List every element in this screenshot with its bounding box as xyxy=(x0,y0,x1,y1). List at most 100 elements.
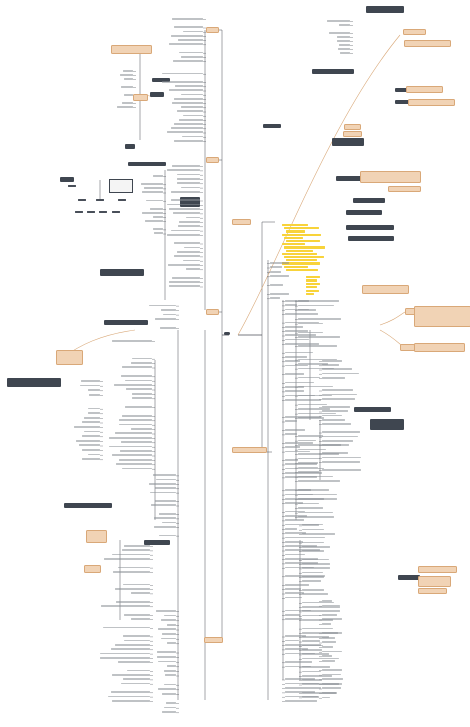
leaf-topic[interactable] xyxy=(285,519,304,522)
leaf-topic[interactable] xyxy=(81,380,100,382)
callout-far-right[interactable] xyxy=(395,88,409,93)
leaf-topic[interactable] xyxy=(285,613,300,616)
leaf-topic[interactable] xyxy=(179,118,203,121)
leaf-topic[interactable] xyxy=(285,330,308,332)
leaf-topic[interactable] xyxy=(337,36,350,38)
leaf-topic[interactable] xyxy=(302,610,340,613)
leaf-topic[interactable] xyxy=(285,472,322,474)
leaf-topic[interactable] xyxy=(181,55,203,58)
callout-right-6[interactable] xyxy=(348,236,394,241)
highlighted-leaf[interactable] xyxy=(306,286,318,289)
leaf-topic[interactable] xyxy=(121,102,133,104)
leaf-topic[interactable] xyxy=(302,640,321,643)
leaf-topic[interactable] xyxy=(122,635,150,638)
leaf-topic[interactable] xyxy=(113,384,152,386)
leaf-topic[interactable] xyxy=(166,642,176,644)
leaf-topic[interactable] xyxy=(270,262,290,264)
leaf-topic[interactable] xyxy=(302,528,325,531)
leaf-topic[interactable] xyxy=(88,393,100,396)
leaf-topic[interactable] xyxy=(115,643,150,646)
leaf-topic[interactable] xyxy=(124,379,152,382)
leaf-topic[interactable] xyxy=(119,74,133,76)
tan-callout-left-1[interactable] xyxy=(56,350,83,366)
leaf-topic[interactable] xyxy=(298,318,342,320)
leaf-topic[interactable] xyxy=(126,388,152,391)
leaf-topic[interactable] xyxy=(298,507,324,509)
leaf-topic[interactable] xyxy=(153,525,176,528)
tan-callout-low-right-1[interactable] xyxy=(418,566,457,574)
leaf-topic[interactable] xyxy=(302,558,329,561)
leaf-topic[interactable] xyxy=(337,48,350,50)
leaf-topic[interactable] xyxy=(159,513,176,515)
leaf-topic[interactable] xyxy=(131,397,152,399)
leaf-topic[interactable] xyxy=(302,545,330,548)
leaf-topic[interactable] xyxy=(302,618,333,621)
leaf-topic[interactable] xyxy=(285,450,311,453)
callout-left-8[interactable] xyxy=(125,144,135,149)
leaf-topic[interactable] xyxy=(322,372,359,375)
highlighted-leaf[interactable] xyxy=(286,230,305,233)
leaf-topic[interactable] xyxy=(285,321,320,324)
leaf-topic[interactable] xyxy=(285,351,314,354)
leaf-topic[interactable] xyxy=(117,566,150,569)
leaf-topic[interactable] xyxy=(285,540,303,543)
leaf-topic[interactable] xyxy=(322,618,343,621)
leaf-topic[interactable] xyxy=(81,421,100,424)
highlighted-leaf[interactable] xyxy=(284,227,319,230)
highlighted-leaf[interactable] xyxy=(282,243,305,246)
tan-callout-cluster[interactable] xyxy=(133,94,148,102)
tan-callout-right-2[interactable] xyxy=(404,40,451,48)
leaf-topic[interactable] xyxy=(164,706,176,709)
callout-mid-right[interactable] xyxy=(354,407,391,412)
leaf-topic[interactable] xyxy=(285,429,306,431)
callout-right-2[interactable] xyxy=(336,176,362,181)
leaf-topic[interactable] xyxy=(131,392,152,395)
leaf-topic[interactable] xyxy=(121,549,150,552)
leaf-topic[interactable] xyxy=(302,692,337,694)
leaf-topic[interactable] xyxy=(174,255,200,258)
callout-right-box[interactable] xyxy=(370,419,404,430)
leaf-topic[interactable] xyxy=(118,458,152,461)
leaf-topic[interactable] xyxy=(322,389,354,392)
callout-left-11[interactable] xyxy=(128,162,166,167)
leaf-topic[interactable] xyxy=(171,229,200,232)
leaf-topic[interactable] xyxy=(154,487,176,489)
leaf-topic[interactable] xyxy=(161,619,176,621)
callout-left-5[interactable] xyxy=(144,540,170,545)
leaf-topic[interactable] xyxy=(322,682,343,685)
leaf-topic[interactable] xyxy=(152,216,163,218)
callout-left-4[interactable] xyxy=(64,503,112,508)
leaf-topic[interactable] xyxy=(150,491,176,494)
leaf-topic[interactable] xyxy=(178,225,200,227)
leaf-topic[interactable] xyxy=(156,651,176,654)
small-dark-chip[interactable] xyxy=(75,211,83,214)
leaf-topic[interactable] xyxy=(161,711,176,713)
leaf-topic[interactable] xyxy=(131,592,150,595)
leaf-topic[interactable] xyxy=(99,652,150,655)
central-topic[interactable] xyxy=(224,332,230,335)
leaf-topic[interactable] xyxy=(322,600,332,602)
leaf-topic[interactable] xyxy=(285,527,298,530)
leaf-topic[interactable] xyxy=(166,702,176,704)
leaf-topic[interactable] xyxy=(115,432,152,435)
leaf-topic[interactable] xyxy=(121,414,152,417)
leaf-topic[interactable] xyxy=(84,416,100,419)
leaf-topic[interactable] xyxy=(144,187,163,190)
small-dark-chip[interactable] xyxy=(118,199,126,202)
leaf-topic[interactable] xyxy=(149,207,163,210)
leaf-topic[interactable] xyxy=(142,191,163,194)
leaf-topic[interactable] xyxy=(118,419,152,421)
leaf-topic[interactable] xyxy=(151,504,176,507)
leaf-topic[interactable] xyxy=(322,646,334,648)
tan-callout-top-left[interactable] xyxy=(111,45,152,55)
leaf-topic[interactable] xyxy=(270,275,290,277)
leaf-topic[interactable] xyxy=(285,695,319,698)
leaf-topic[interactable] xyxy=(322,692,338,694)
leaf-topic[interactable] xyxy=(163,669,176,672)
tan-callout-low-right-2[interactable] xyxy=(418,576,451,588)
leaf-topic[interactable] xyxy=(119,423,152,426)
leaf-topic[interactable] xyxy=(285,691,316,694)
leaf-topic[interactable] xyxy=(322,360,343,362)
leaf-topic[interactable] xyxy=(322,376,345,379)
leaf-topic[interactable] xyxy=(285,312,319,315)
